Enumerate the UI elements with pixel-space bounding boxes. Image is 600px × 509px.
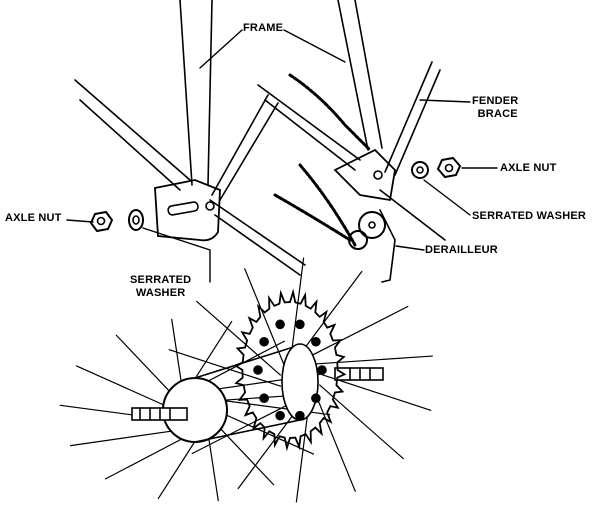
right-frame xyxy=(257,0,446,241)
label-fender-brace-line1: FENDER xyxy=(472,95,519,107)
freewheel-sprocket xyxy=(233,288,347,452)
spoke xyxy=(191,402,293,455)
wheel-spokes xyxy=(59,257,433,503)
label-axle-nut-right: AXLE NUT xyxy=(500,162,557,174)
label-fender-brace: FENDER BRACE xyxy=(472,95,518,121)
sprocket-teeth xyxy=(233,288,347,452)
rear-hub xyxy=(131,343,384,443)
spoke xyxy=(171,318,184,392)
left-axle-nut xyxy=(89,210,114,233)
sprocket-hole xyxy=(275,410,285,421)
label-serrated-washer-left: SERRATED WASHER xyxy=(130,274,191,300)
label-serrated-washer-right: SERRATED WASHER xyxy=(472,210,587,222)
right-axle-nut xyxy=(436,156,462,179)
spoke xyxy=(196,300,281,376)
sprocket-hole xyxy=(317,365,327,375)
right-serrated-washer xyxy=(411,161,429,179)
sprocket-hole xyxy=(259,393,269,404)
sprocket-hole xyxy=(253,365,263,375)
spoke xyxy=(319,384,404,460)
spoke xyxy=(157,433,201,500)
spoke xyxy=(237,404,302,490)
label-serrated-washer-left-line2: WASHER xyxy=(135,287,186,299)
spoke xyxy=(206,428,219,502)
sprocket-hole xyxy=(259,336,269,347)
label-serrated-washer-left-line1: SERRATED xyxy=(130,274,192,286)
label-frame: FRAME xyxy=(243,22,284,34)
sprocket-hole xyxy=(275,319,285,330)
sprocket-hole xyxy=(295,319,305,330)
spoke xyxy=(189,320,233,387)
sprocket-hole xyxy=(295,410,305,421)
left-frame xyxy=(74,0,306,276)
leader-lines xyxy=(66,29,498,283)
spoke xyxy=(298,270,363,356)
spoke xyxy=(307,305,409,358)
spoke xyxy=(295,401,310,503)
spoke xyxy=(115,334,178,400)
spoke xyxy=(75,365,176,411)
sprocket-hole xyxy=(311,393,321,404)
label-fender-brace-line2: BRACE xyxy=(477,108,518,120)
right-dropout xyxy=(333,148,396,202)
spoke xyxy=(69,428,184,447)
spoke xyxy=(314,355,433,365)
left-axle-stub xyxy=(131,407,188,421)
derailleur xyxy=(348,209,396,283)
right-axle-stub xyxy=(334,367,384,381)
spoke xyxy=(104,433,192,480)
left-dropout xyxy=(154,179,221,242)
spoke xyxy=(212,420,275,486)
label-axle-nut-left: AXLE NUT xyxy=(5,212,62,224)
label-derailleur: DERAILLEUR xyxy=(425,244,498,256)
spoke xyxy=(244,268,285,366)
sprocket-hole xyxy=(311,336,321,347)
spoke xyxy=(315,394,356,492)
left-serrated-washer xyxy=(128,209,144,231)
spoke xyxy=(290,257,305,359)
